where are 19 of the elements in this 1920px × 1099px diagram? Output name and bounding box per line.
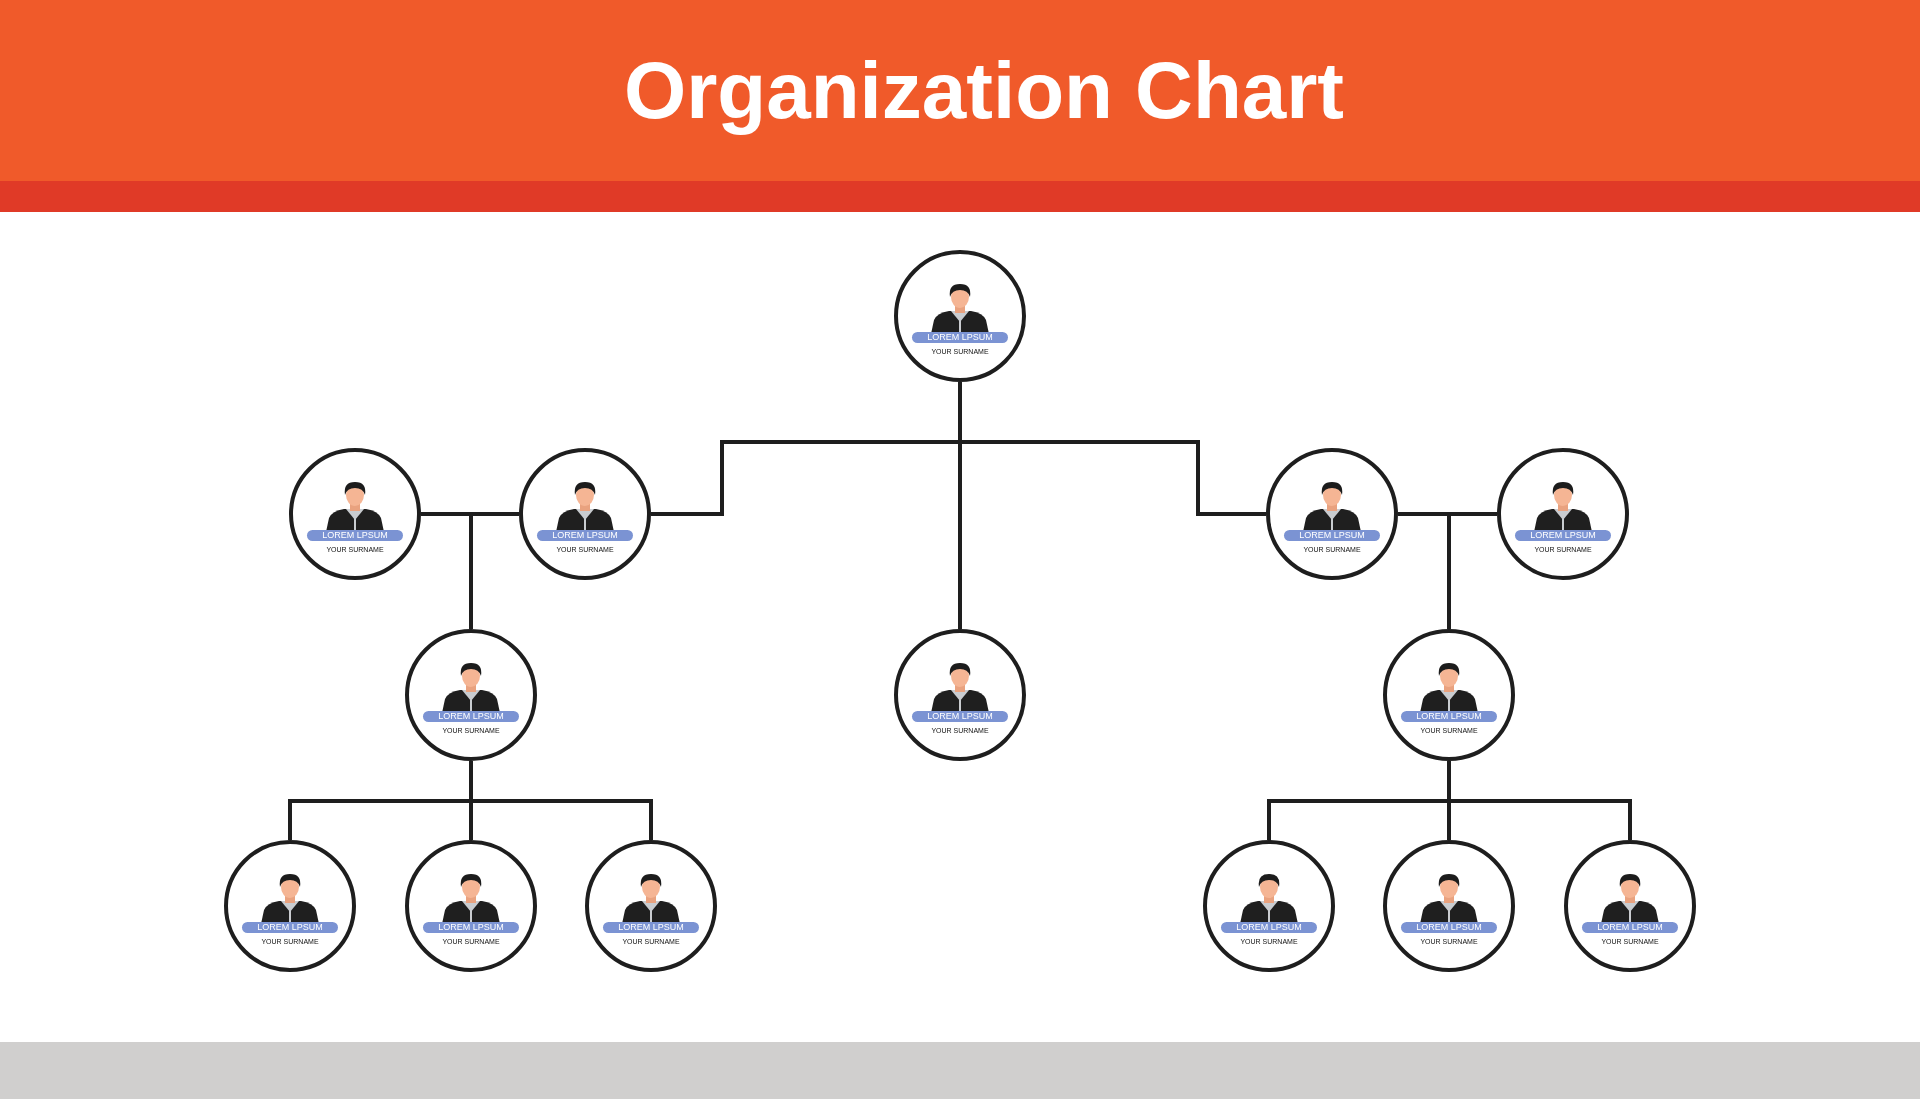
name-label: LOREM LPSUM	[912, 711, 1008, 722]
connector-line	[469, 512, 519, 629]
connector-line	[1447, 761, 1632, 840]
name-label: LOREM LPSUM	[242, 922, 338, 933]
name-label: LOREM LPSUM	[537, 530, 633, 541]
name-label: LOREM LPSUM	[423, 711, 519, 722]
connector-line	[469, 761, 653, 840]
name-label: LOREM LPSUM	[1401, 711, 1497, 722]
name-label: LOREM LPSUM	[423, 922, 519, 933]
connector-line	[958, 382, 962, 629]
name-label: LOREM LPSUM	[912, 332, 1008, 343]
name-label: LOREM LPSUM	[1515, 530, 1611, 541]
name-label: LOREM LPSUM	[1401, 922, 1497, 933]
name-label: LOREM LPSUM	[307, 530, 403, 541]
name-label: LOREM LPSUM	[1221, 922, 1317, 933]
name-label: LOREM LPSUM	[1582, 922, 1678, 933]
connector-line	[1447, 512, 1497, 629]
name-label: LOREM LPSUM	[1284, 530, 1380, 541]
name-label: LOREM LPSUM	[603, 922, 699, 933]
